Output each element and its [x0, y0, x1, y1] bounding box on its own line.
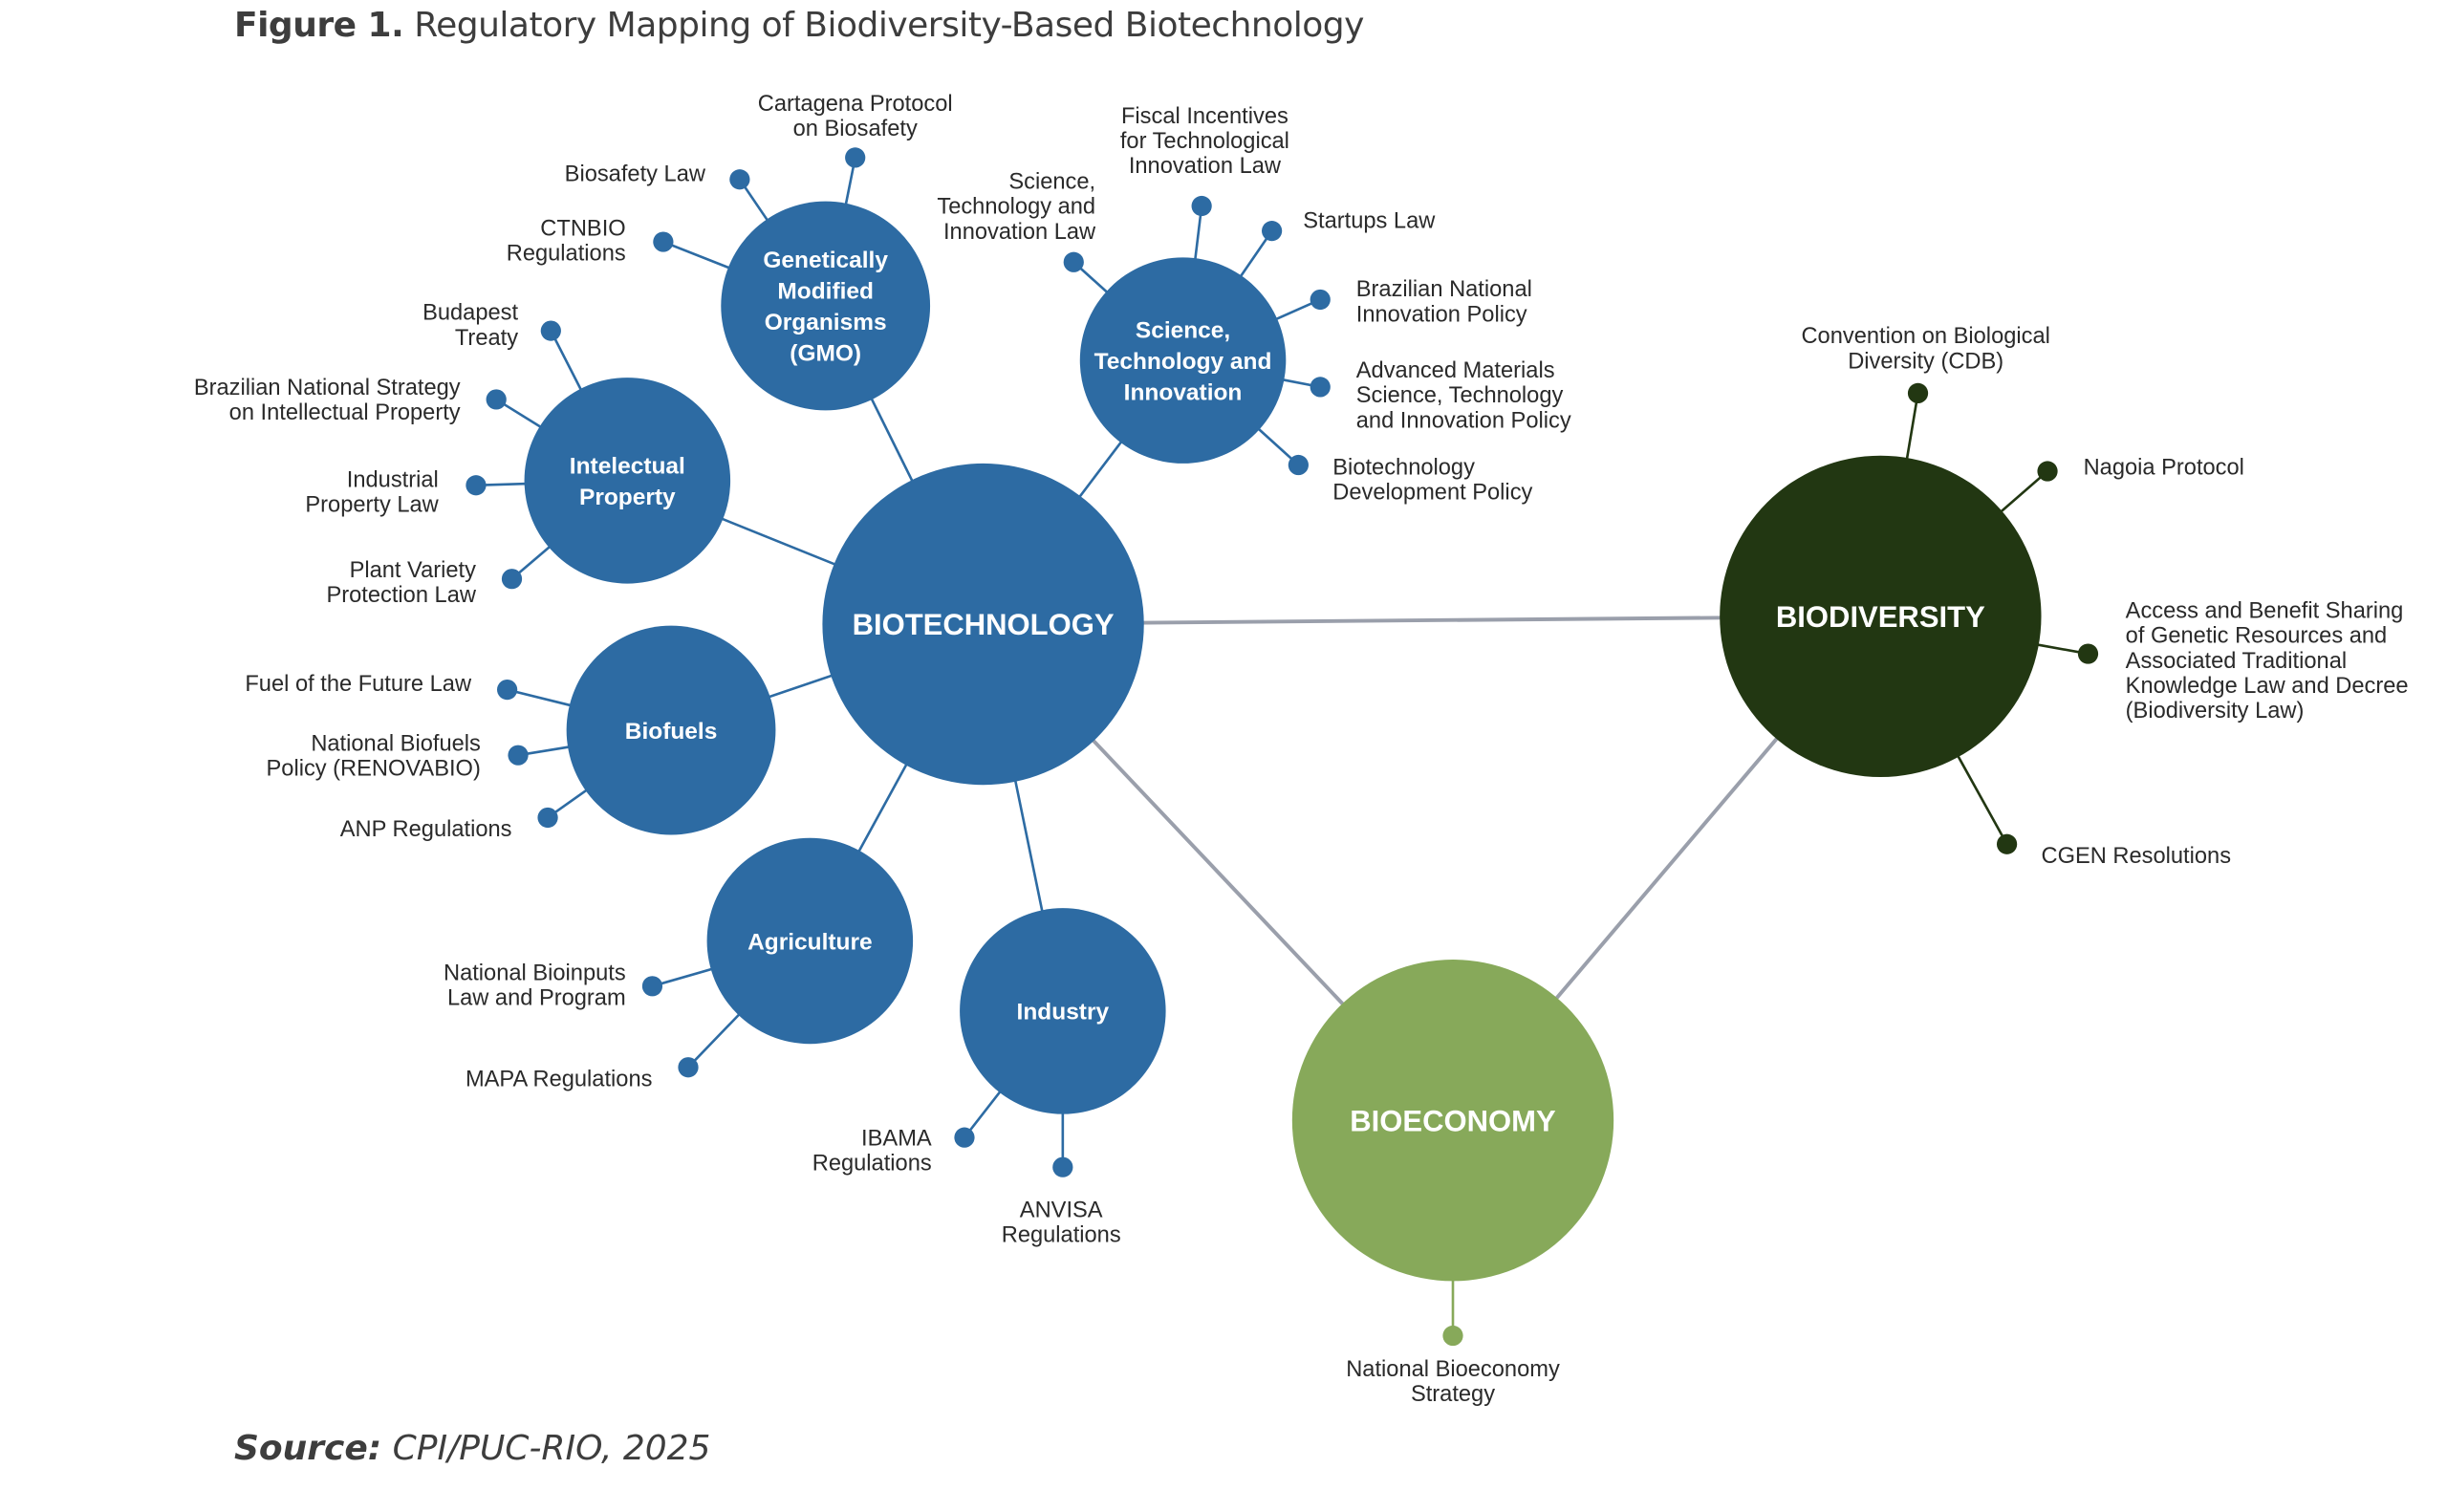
- leaf-label: ANP Regulations: [340, 817, 512, 842]
- leaf-connector: [1998, 470, 2048, 514]
- hub-node-biodiversity-circle: [1720, 455, 2042, 778]
- hub-node-biodiversity-label: BIODIVERSITY: [1776, 600, 1985, 634]
- leaf-label: Nagoia Protocol: [2084, 455, 2244, 480]
- leaf-dot: [1907, 382, 1929, 404]
- leaf-label: MAPA Regulations: [466, 1067, 653, 1091]
- leaf-dot: [1288, 454, 1309, 476]
- leaf-dot: [1262, 221, 1283, 242]
- leaf-label: CGEN Resolutions: [2042, 844, 2232, 869]
- category-node-biofuels-circle: [566, 625, 776, 835]
- leaf-connector: [550, 330, 583, 393]
- figure-title-text: Regulatory Mapping of Biodiversity-Based…: [414, 6, 1364, 45]
- leaf-dot: [2077, 643, 2099, 664]
- leaf-connector: [1905, 393, 1919, 462]
- leaf-dot: [537, 807, 558, 829]
- leaf-dot: [497, 680, 518, 701]
- leaf-connector: [1956, 753, 2008, 845]
- leaf-dot: [501, 569, 523, 590]
- leaf-dot: [466, 475, 487, 496]
- leaf-dot: [540, 320, 561, 341]
- leaf-dot: [1996, 833, 2018, 854]
- leaf-connector: [652, 967, 715, 988]
- leaf-dot: [1442, 1325, 1463, 1347]
- figure-number: Figure 1.: [234, 6, 404, 45]
- category-node-gmo-circle: [721, 201, 931, 411]
- leaf-dot: [1191, 195, 1212, 217]
- leaf-dot: [845, 147, 866, 168]
- source-label: Source:: [234, 1429, 382, 1468]
- leaf-dot: [729, 169, 750, 190]
- leaf-dot: [641, 976, 663, 997]
- leaf-connector: [662, 240, 732, 270]
- leaf-dot: [678, 1057, 699, 1078]
- hub-node-bioeconomy-circle: [1291, 960, 1614, 1282]
- leaf-dot: [1310, 377, 1331, 398]
- leaf-dot: [508, 745, 529, 766]
- leaf-dot: [954, 1127, 975, 1148]
- figure-source: Source: CPI/PUC-RIO, 2025: [234, 1429, 710, 1468]
- hub-node-biotechnology-circle: [822, 463, 1144, 786]
- leaf-connector: [687, 1011, 742, 1069]
- leaf-dot: [1310, 289, 1331, 311]
- leaf-label: Biosafety Law: [565, 162, 706, 186]
- category-node-industry-circle: [960, 908, 1166, 1114]
- leaf-connector: [507, 688, 574, 707]
- category-node-agriculture-label: Agriculture: [747, 929, 873, 955]
- category-node-ip-circle: [524, 378, 731, 584]
- hub-node-bioeconomy-label: BIOECONOMY: [1350, 1104, 1556, 1137]
- figure-title: Figure 1. Regulatory Mapping of Biodiver…: [234, 6, 1364, 45]
- leaf-dot: [1063, 251, 1084, 272]
- category-node-industry-label: Industry: [1017, 1000, 1110, 1026]
- leaf-dot: [1052, 1156, 1073, 1177]
- category-node-sti-circle: [1079, 257, 1287, 464]
- category-node-agriculture-circle: [706, 837, 914, 1045]
- leaf-label: Startups Law: [1303, 208, 1436, 233]
- source-text: CPI/PUC-RIO, 2025: [392, 1429, 711, 1468]
- leaf-label: Fuel of the Future Law: [245, 672, 472, 697]
- leaf-dot: [653, 231, 674, 252]
- hub-node-biotechnology-label: BIOTECHNOLOGY: [853, 608, 1115, 641]
- leaf-dot: [2037, 461, 2058, 482]
- category-node-biofuels-label: Biofuels: [625, 719, 718, 745]
- leaf-dot: [486, 389, 507, 410]
